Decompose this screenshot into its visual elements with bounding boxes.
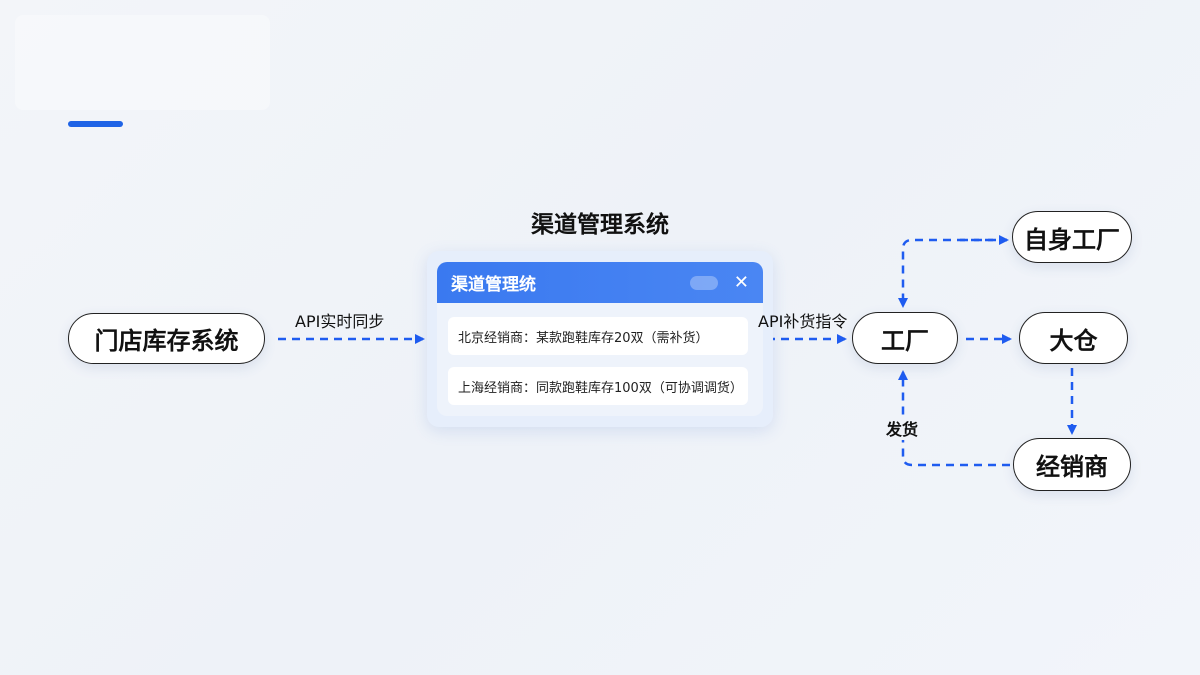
diagram-title: 渠道管理系统 — [531, 212, 669, 238]
panel-header: 渠道管理统 ✕ — [437, 262, 763, 303]
node-dealer[interactable]: 经销商 — [1013, 438, 1131, 491]
node-own-factory[interactable]: 自身工厂 — [1012, 211, 1132, 263]
label-api-replenish: API补货指令 — [758, 312, 848, 331]
panel-title: 渠道管理统 — [451, 275, 536, 295]
channel-panel: 渠道管理统 ✕ 北京经销商：某款跑鞋库存20双（需补货） 上海经销商：同款跑鞋库… — [437, 262, 763, 416]
accent-bar — [68, 121, 123, 127]
arrow-dealer-factory — [898, 370, 1010, 467]
label-api-sync: API实时同步 — [295, 312, 385, 331]
close-icon[interactable]: ✕ — [733, 272, 749, 293]
cloud-icon — [689, 275, 718, 290]
list-item: 上海经销商：同款跑鞋库存100双（可协调调货） — [448, 367, 748, 405]
arrow-own-factory — [898, 238, 1007, 308]
node-store-inventory[interactable]: 门店库存系统 — [68, 313, 265, 364]
node-factory[interactable]: 工厂 — [852, 312, 958, 364]
placeholder-block — [15, 15, 270, 110]
label-ship: 发货 — [886, 416, 919, 440]
list-item: 北京经销商：某款跑鞋库存20双（需补货） — [448, 317, 748, 355]
node-warehouse[interactable]: 大仓 — [1019, 312, 1128, 364]
